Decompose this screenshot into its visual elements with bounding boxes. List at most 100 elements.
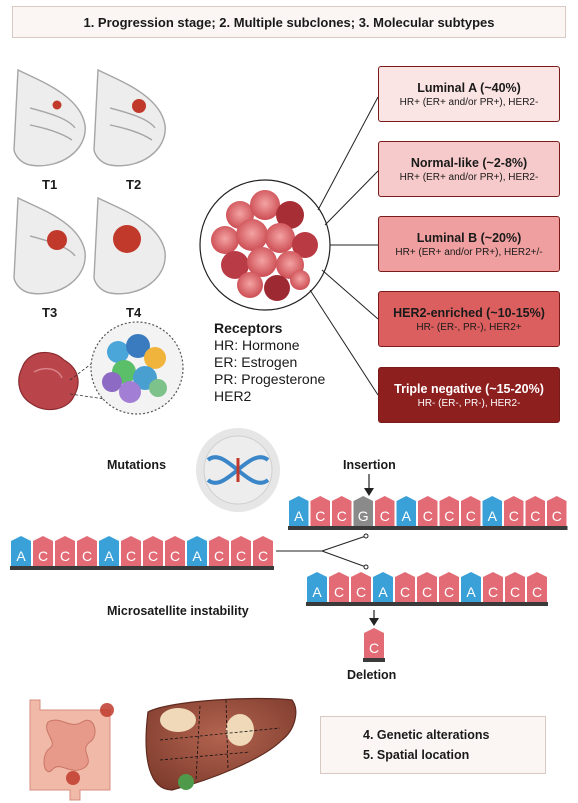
original-base-6 [143, 536, 163, 566]
deletion-base-2 [351, 572, 371, 602]
deletion-base-letter-6: C [444, 584, 454, 600]
original-base-letter-7: C [170, 548, 180, 564]
original-base-letter-4: A [104, 548, 114, 564]
receptors-heading: Receptors [214, 320, 283, 336]
insertion-base-letter-2: C [337, 508, 347, 524]
footer-item-spatial: 5. Spatial location [363, 748, 470, 762]
original-base-4 [99, 536, 119, 566]
insertion-base-letter-4: C [380, 508, 390, 524]
deleted-base: C [363, 628, 385, 662]
original-base-letter-11: C [258, 548, 268, 564]
deletion-base-8 [483, 572, 503, 602]
breast-t4-icon [93, 196, 166, 295]
original-backbone [10, 566, 274, 570]
breast-t2-icon [93, 68, 166, 167]
original-base-letter-2: C [60, 548, 70, 564]
original-base-letter-10: C [236, 548, 246, 564]
original-base-3 [77, 536, 97, 566]
subtype-name: Luminal A (~40%) [417, 80, 521, 95]
msi-label: Microsatellite instability [107, 604, 249, 618]
original-base-letter-6: C [148, 548, 158, 564]
insertion-base-letter-11: C [530, 508, 540, 524]
subtype-name: Normal-like (~2-8%) [410, 155, 528, 170]
figure-header: 1. Progression stage; 2. Multiple subclo… [12, 6, 566, 38]
deletion-base-letter-7: A [466, 584, 476, 600]
stage-label-t3: T3 [42, 305, 58, 320]
deletion-base-letter-8: C [488, 584, 498, 600]
insertion-base-11 [525, 496, 545, 526]
original-base-7 [165, 536, 185, 566]
original-base-2 [55, 536, 75, 566]
original-base-11 [253, 536, 273, 566]
insertion-base-0 [289, 496, 309, 526]
original-base-letter-1: C [38, 548, 48, 564]
stage-label-t4: T4 [126, 305, 142, 320]
insertion-base-2 [332, 496, 352, 526]
deletion-base-1 [329, 572, 349, 602]
subtype-triple-negative: Triple negative (~15-20%) HR- (ER-, PR-)… [378, 367, 560, 423]
stage-label-t2: T2 [126, 177, 142, 192]
receptor-pr: PR: Progesterone [214, 371, 326, 387]
deletion-base-letter-2: C [356, 584, 366, 600]
footer-box: 4. Genetic alterations 5. Spatial locati… [320, 716, 546, 774]
sequence-branch-connector [276, 533, 369, 570]
deletion-base-5 [417, 572, 437, 602]
subtype-luminal-b: Luminal B (~20%) HR+ (ER+ and/or PR+), H… [378, 216, 560, 272]
insertion-base-7 [439, 496, 459, 526]
subtype-desc: HR- (ER-, PR-), HER2- [417, 397, 521, 409]
original-base-5 [121, 536, 141, 566]
tumor-lump-icon [18, 351, 79, 411]
deletion-base-3 [373, 572, 393, 602]
original-base-0 [11, 536, 31, 566]
breast-t3-icon [13, 196, 86, 295]
deletion-label: Deletion [347, 668, 397, 682]
dna-icon [196, 428, 280, 512]
deletion-base-0 [307, 572, 327, 602]
deletion-base-9 [505, 572, 525, 602]
original-base-8 [187, 536, 207, 566]
intestine-icon [29, 699, 114, 801]
stage-label-t1: T1 [42, 177, 58, 192]
insertion-base-letter-6: C [423, 508, 433, 524]
insertion-label: Insertion [343, 458, 396, 472]
deleted-base-0 [364, 628, 384, 658]
insertion-base-3 [353, 496, 373, 526]
insertion-base-letter-8: C [466, 508, 476, 524]
deletion-base-letter-4: C [400, 584, 410, 600]
insertion-base-letter-10: C [509, 508, 519, 524]
footer-item-genetic: 4. Genetic alterations [363, 728, 490, 742]
deletion-base-7 [461, 572, 481, 602]
insertion-base-letter-9: A [488, 508, 498, 524]
original-base-letter-3: C [82, 548, 92, 564]
insertion-base-letter-3: G [358, 508, 369, 524]
original-base-letter-8: A [192, 548, 202, 564]
insertion-base-1 [310, 496, 330, 526]
deletion-base-letter-9: C [510, 584, 520, 600]
receptors-legend: Receptors HR: Hormone ER: Estrogen PR: P… [214, 320, 325, 405]
subtype-desc: HR+ (ER+ and/or PR+), HER2+/- [395, 246, 543, 258]
deletion-backbone [306, 602, 548, 606]
liver-icon [145, 697, 297, 791]
subtype-connectors [309, 96, 379, 396]
subtype-desc: HR- (ER-, PR-), HER2+ [416, 321, 522, 333]
original-base-letter-5: C [126, 548, 136, 564]
mutations-label: Mutations [107, 458, 167, 472]
receptor-hr: HR: Hormone [214, 337, 300, 353]
original-base-letter-9: C [214, 548, 224, 564]
deletion-base-letter-10: C [532, 584, 542, 600]
insertion-base-letter-1: C [315, 508, 325, 524]
deleted-backbone [363, 658, 385, 662]
subtype-desc: HR+ (ER+ and/or PR+), HER2- [399, 96, 539, 108]
deleted-base-letter-0: C [369, 640, 379, 656]
deletion-base-letter-5: C [422, 584, 432, 600]
subtype-desc: HR+ (ER+ and/or PR+), HER2- [399, 171, 539, 183]
deletion-base-letter-1: C [334, 584, 344, 600]
breast-t1-icon [13, 68, 86, 167]
subtype-her2-enriched: HER2-enriched (~10-15%) HR- (ER-, PR-), … [378, 291, 560, 347]
subtype-name: Luminal B (~20%) [416, 230, 522, 245]
deletion-base-6 [439, 572, 459, 602]
subtype-luminal-a: Luminal A (~40%) HR+ (ER+ and/or PR+), H… [378, 66, 560, 122]
receptor-her2: HER2 [214, 388, 252, 404]
insertion-base-letter-7: C [444, 508, 454, 524]
original-base-letter-0: A [16, 548, 26, 564]
